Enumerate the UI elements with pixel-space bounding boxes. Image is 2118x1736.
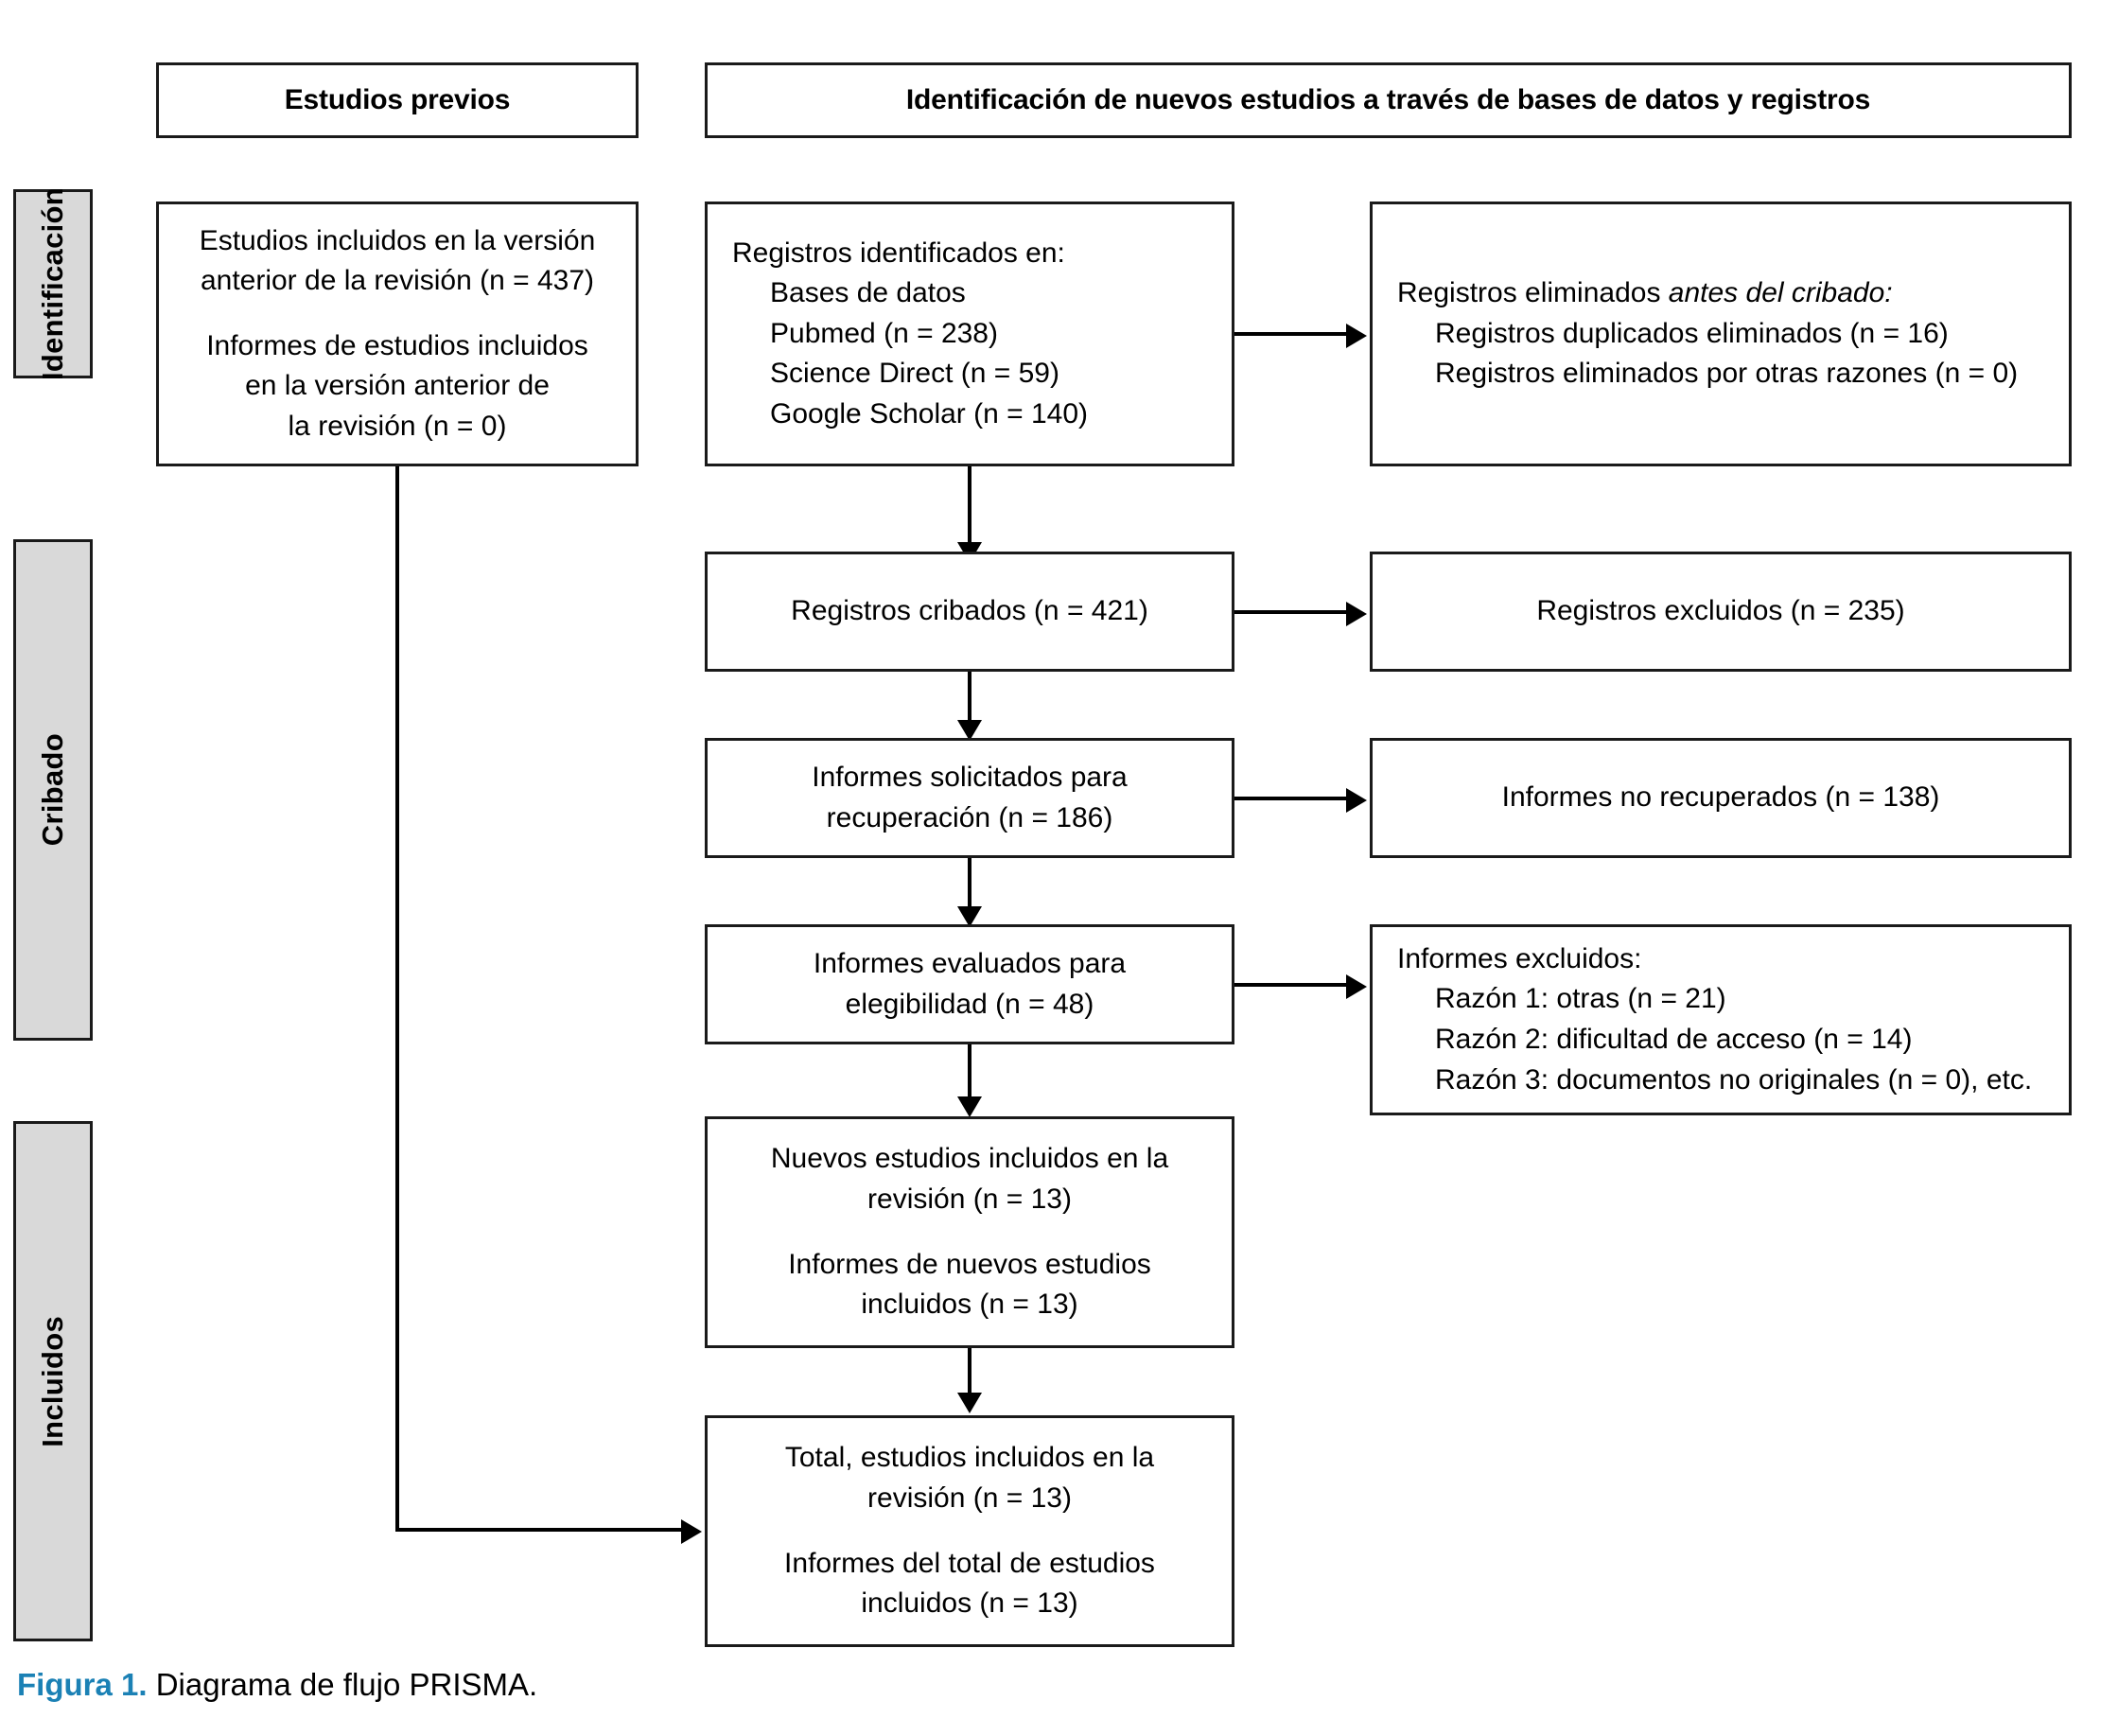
box-records-identified: Registros identificados en: Bases de dat… <box>705 202 1234 466</box>
connector-identified-to-screened <box>968 466 971 549</box>
stage-bar-identificacion: Identificación <box>13 187 93 381</box>
records-screened-text: Registros cribados (n = 421) <box>791 595 1148 627</box>
records-identified-item: Bases de datos <box>770 277 966 309</box>
records-removed-title-plain: Registros eliminados <box>1397 277 1669 309</box>
connector-previous-to-total-horizontal <box>395 1528 685 1532</box>
total-included-para-1: Total, estudios incluidos en la revisión… <box>784 1442 1155 1514</box>
records-excluded-text: Registros excluidos (n = 235) <box>1536 595 1905 627</box>
arrowhead-assessed-to-new-included <box>957 1096 982 1117</box>
stage-bar-cribado: Cribado <box>13 539 93 1041</box>
connector-assessed-to-excluded-reports <box>1234 983 1346 987</box>
arrowhead-sought-to-not-retrieved <box>1346 788 1367 813</box>
previous-studies-para-1: Estudios incluidos en la versión anterio… <box>199 224 596 297</box>
arrowhead-screened-to-sought <box>957 720 982 741</box>
reports-excluded-item: Razón 3: documentos no originales (n = 0… <box>1435 1063 2033 1096</box>
figure-caption: Figura 1. Diagrama de flujo PRISMA. <box>17 1667 537 1703</box>
connector-sought-to-assessed <box>968 858 971 913</box>
records-removed-item: Registros eliminados por otras razones (… <box>1435 358 2019 390</box>
reports-assessed-line-1: Informes evaluados para <box>813 947 1127 979</box>
arrowhead-identified-to-removed <box>1346 324 1367 348</box>
new-included-para-1: Nuevos estudios incluidos en la revisión… <box>770 1143 1169 1215</box>
connector-screened-to-excluded <box>1234 610 1346 614</box>
box-reports-assessed: Informes evaluados para elegibilidad (n … <box>705 924 1234 1044</box>
box-new-studies-included: Nuevos estudios incluidos en la revisión… <box>705 1116 1234 1348</box>
stage-bar-incluidos-label: Incluidos <box>36 1315 69 1447</box>
records-removed-item: Registros duplicados eliminados (n = 16) <box>1435 317 1949 349</box>
arrowhead-screened-to-excluded <box>1346 602 1367 626</box>
reports-not-retrieved-text: Informes no recuperados (n = 138) <box>1501 781 1940 814</box>
connector-previous-to-total-vertical <box>395 466 399 1532</box>
box-total-studies-included: Total, estudios incluidos en la revisión… <box>705 1415 1234 1647</box>
figure-caption-label: Figura 1. <box>17 1667 148 1702</box>
reports-assessed-line-2: elegibilidad (n = 48) <box>845 988 1094 1020</box>
box-reports-excluded: Informes excluidos: Razón 1: otras (n = … <box>1370 924 2072 1115</box>
box-records-removed: Registros eliminados antes del cribado: … <box>1370 202 2072 466</box>
reports-excluded-item: Razón 1: otras (n = 21) <box>1435 983 1726 1015</box>
stage-bar-identificacion-label: Identificación <box>36 187 69 381</box>
previous-studies-para-2: Informes de estudios incluidos en la ver… <box>206 329 588 442</box>
connector-sought-to-not-retrieved <box>1234 797 1346 800</box>
arrowhead-assessed-to-excluded-reports <box>1346 974 1367 999</box>
connector-new-included-to-total <box>968 1348 971 1400</box>
header-previous-studies: Estudios previos <box>156 62 639 138</box>
reports-sought-line-1: Informes solicitados para <box>812 761 1128 793</box>
header-new-studies: Identificación de nuevos estudios a trav… <box>705 62 2072 138</box>
box-reports-not-retrieved: Informes no recuperados (n = 138) <box>1370 738 2072 858</box>
reports-excluded-title: Informes excluidos: <box>1397 942 1642 974</box>
connector-assessed-to-new-included <box>968 1044 971 1103</box>
arrowhead-previous-to-total <box>681 1519 702 1544</box>
arrowhead-new-included-to-total <box>957 1393 982 1413</box>
box-records-screened: Registros cribados (n = 421) <box>705 552 1234 672</box>
box-reports-sought: Informes solicitados para recuperación (… <box>705 738 1234 858</box>
box-previous-studies-included: Estudios incluidos en la versión anterio… <box>156 202 639 466</box>
header-previous-studies-label: Estudios previos <box>284 84 511 115</box>
connector-identified-to-removed <box>1234 332 1346 336</box>
records-identified-item: Google Scholar (n = 140) <box>770 397 1089 430</box>
reports-sought-line-2: recuperación (n = 186) <box>826 801 1113 833</box>
new-included-para-2: Informes de nuevos estudios incluidos (n… <box>788 1248 1151 1321</box>
stage-bar-incluidos: Incluidos <box>13 1121 93 1641</box>
connector-screened-to-sought <box>968 672 971 727</box>
records-identified-item: Pubmed (n = 238) <box>770 317 998 349</box>
header-new-studies-label: Identificación de nuevos estudios a trav… <box>905 84 1871 115</box>
arrowhead-sought-to-assessed <box>957 906 982 927</box>
stage-bar-cribado-label: Cribado <box>36 733 69 847</box>
reports-excluded-item: Razón 2: dificultad de acceso (n = 14) <box>1435 1024 1913 1055</box>
figure-caption-text: Diagrama de flujo PRISMA. <box>155 1667 538 1702</box>
records-removed-title-italic: antes del cribado: <box>1668 277 1893 309</box>
total-included-para-2: Informes del total de estudios incluidos… <box>784 1547 1155 1620</box>
box-records-excluded: Registros excluidos (n = 235) <box>1370 552 2072 672</box>
records-identified-title: Registros identificados en: <box>732 237 1065 269</box>
records-removed-title: Registros eliminados antes del cribado: <box>1397 273 2018 314</box>
records-identified-item: Science Direct (n = 59) <box>770 358 1059 390</box>
